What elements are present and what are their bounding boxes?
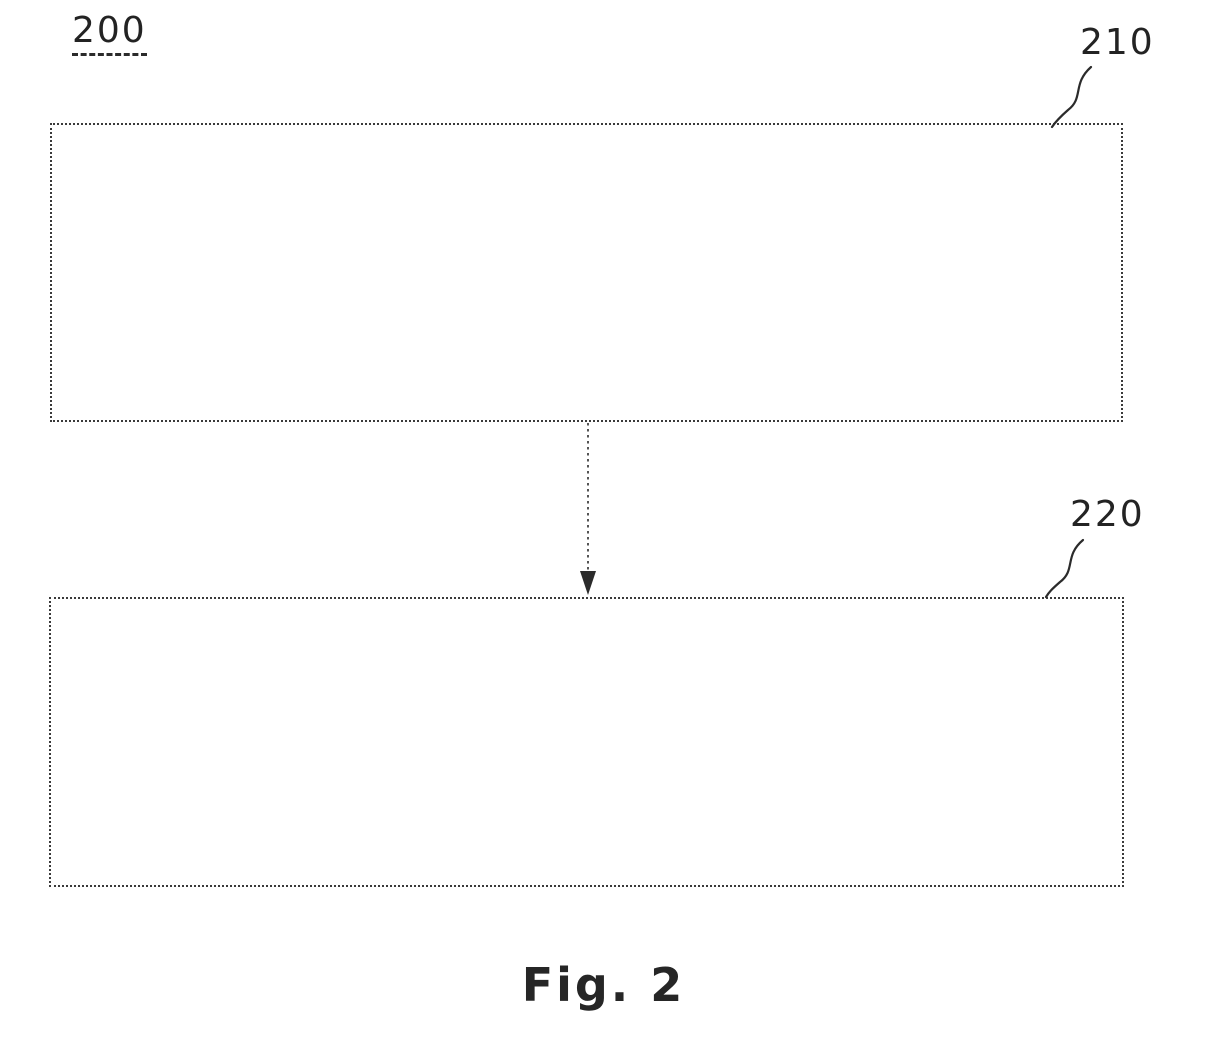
leader-line-220 bbox=[1044, 538, 1085, 599]
arrowhead-icon bbox=[580, 571, 596, 595]
flow-block-210 bbox=[50, 123, 1123, 422]
figure-ref-label-200: 200 bbox=[72, 10, 147, 56]
flow-arrow-210-to-220 bbox=[580, 423, 596, 595]
flow-block-220 bbox=[49, 597, 1124, 887]
leader-line-210 bbox=[1050, 65, 1093, 129]
figure-caption: Fig. 2 bbox=[521, 958, 686, 1012]
block-ref-label-220: 220 bbox=[1070, 494, 1145, 535]
block-ref-label-210: 210 bbox=[1080, 22, 1155, 63]
